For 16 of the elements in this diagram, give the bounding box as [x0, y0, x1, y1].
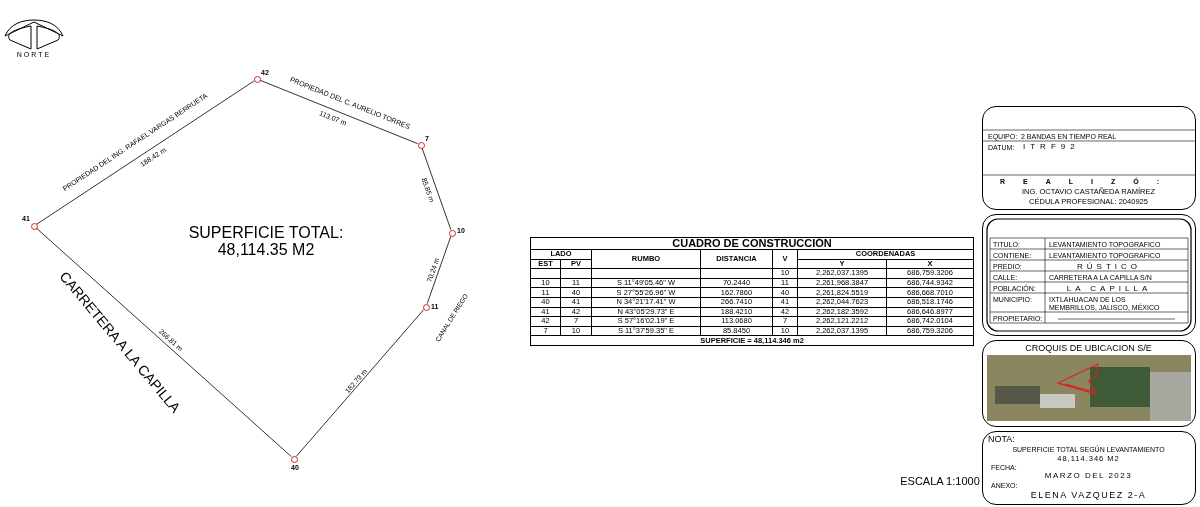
area-title: SUPERFICIE TOTAL: 48,114.35 M2 [187, 225, 345, 259]
field-value: RÚSTICO [1076, 263, 1142, 271]
title-block-panel [982, 106, 1196, 210]
panel-heading: CROQUIS DE UBICACION S/E [1024, 344, 1153, 353]
title-block-panel [982, 431, 1196, 505]
panel-heading: NOTA: [988, 435, 1015, 444]
boundary-line [295, 309, 425, 457]
boundary-line [36, 80, 255, 225]
boundary-line [421, 147, 452, 231]
field-value: ITRF92 [1023, 143, 1080, 151]
boundary-line [259, 79, 419, 145]
date-value: MARZO DEL 2023 [1043, 472, 1134, 480]
boundary-line [36, 227, 292, 458]
field-value: LA CAPILLA [1065, 285, 1153, 293]
annex-value: ELENA VAZQUEZ 2-A [1029, 491, 1148, 500]
boundary-line [426, 235, 452, 305]
